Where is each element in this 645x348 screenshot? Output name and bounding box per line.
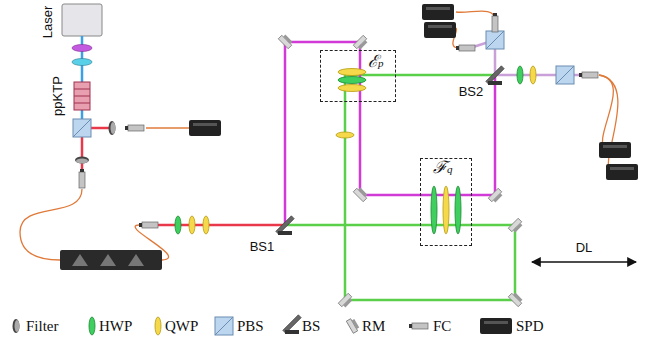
dashed-region: ℱq⃗: [420, 158, 472, 246]
legend-text: PBS: [237, 318, 264, 335]
operator-subscript: q⃗: [447, 163, 461, 175]
operator-label: ℱq⃗: [433, 159, 461, 178]
legend-text: HWP: [99, 318, 132, 335]
legend-text: SPD: [516, 318, 544, 335]
legend-text: BS: [302, 318, 320, 335]
part-label: Laser: [41, 6, 55, 39]
part-label: DL: [576, 241, 593, 255]
legend-text: Filter: [26, 318, 59, 335]
dashed-region: ℰp⃗: [320, 50, 396, 102]
operator-subscript: p⃗: [378, 57, 392, 69]
part-label: BS1: [250, 240, 275, 254]
operator-symbol: ℰ: [368, 52, 378, 71]
legend-text: RM: [362, 318, 385, 335]
part-label: ppKTP: [51, 76, 65, 116]
part-label: BS2: [459, 85, 484, 99]
operator-label: ℰp⃗: [368, 53, 392, 72]
legend-text: QWP: [165, 318, 198, 335]
operator-symbol: ℱ: [433, 158, 447, 177]
legend-text: FC: [433, 318, 451, 335]
